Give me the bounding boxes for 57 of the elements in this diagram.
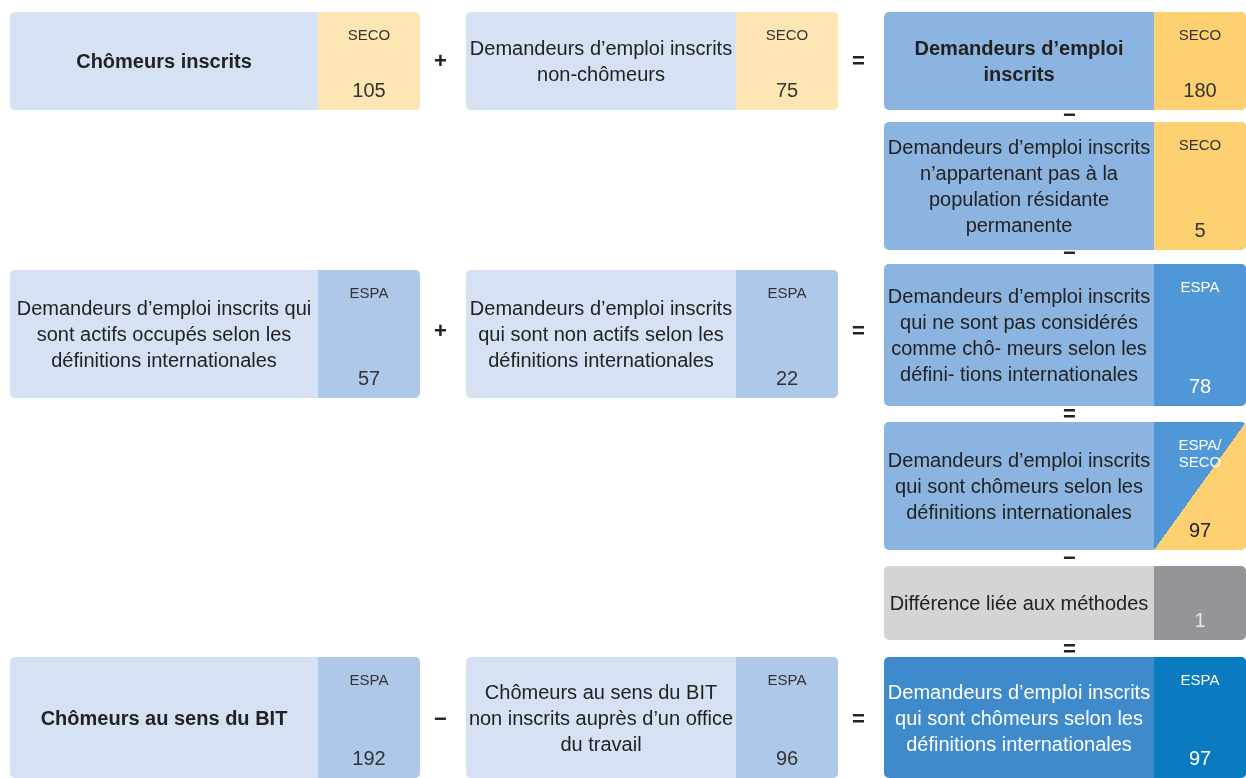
value-number: 105 [351, 79, 387, 102]
value-number: 180 [1182, 79, 1218, 102]
value-number: 97 [1187, 519, 1213, 542]
minus-sign: − [1063, 104, 1076, 126]
box-label: Différence liée aux méthodes [889, 591, 1149, 616]
equals-sign: = [852, 708, 865, 730]
source-label: SECO [1177, 26, 1223, 43]
value-number: 1 [1193, 609, 1207, 632]
value-number: 75 [774, 79, 800, 102]
value-box [884, 12, 1246, 110]
value-box [466, 12, 838, 110]
value-number: 5 [1193, 219, 1207, 242]
box-label: Demandeurs d’emploi inscrits non-chômeurs [468, 36, 734, 87]
value-box [10, 12, 420, 110]
box-label: Demandeurs d’emploi inscrits qui sont actifs occupés selon les définitions internationales [15, 296, 313, 373]
box-label: Demandeurs d’emploi inscrits [913, 36, 1125, 87]
value-number: 97 [1187, 747, 1213, 770]
value-box [466, 270, 838, 398]
source-label: ESPA [766, 671, 808, 688]
box-label: Demandeurs d’emploi inscrits qui sont chômeurs selon les définitions internationales [886, 448, 1152, 525]
equals-sign: = [1063, 403, 1076, 425]
box-label: Demandeurs d’emploi inscrits qui sont non actifs selon les définitions internationales [468, 296, 734, 373]
equals-sign: = [1063, 638, 1076, 660]
source-label: ESPA [1179, 671, 1221, 688]
box-label: Chômeurs au sens du BIT [40, 705, 288, 731]
equals-sign: = [852, 50, 865, 72]
value-number: 192 [351, 747, 387, 770]
equals-sign: = [852, 320, 865, 342]
value-number: 96 [774, 747, 800, 770]
minus-sign: − [434, 708, 447, 730]
value-number: 22 [774, 367, 800, 390]
value-box [10, 657, 420, 778]
box-label: Demandeurs d’emploi inscrits qui sont chômeurs selon les définitions internationales [886, 679, 1152, 757]
plus-sign: + [434, 320, 447, 342]
value-box [884, 566, 1246, 640]
source-label: ESPA [348, 671, 390, 688]
value-number: 78 [1187, 375, 1213, 398]
box-label: Chômeurs inscrits [76, 49, 252, 74]
value-box [884, 657, 1246, 778]
source-label: SECO [346, 26, 392, 43]
value-number: 57 [356, 367, 382, 390]
value-box [10, 270, 420, 398]
box-label: Demandeurs d’emploi inscrits n’appartenant pas à la population résidante permanente [886, 135, 1152, 238]
value-box [884, 264, 1246, 406]
source-label: ESPA [1179, 278, 1221, 295]
source-label: ESPA [348, 284, 390, 301]
source-label: SECO [1177, 136, 1223, 153]
source-label: ESPA [766, 284, 808, 301]
minus-sign: − [1063, 242, 1076, 264]
box-label: Demandeurs d’emploi inscrits qui ne sont pas considérés comme chô- meurs selon les défini- tions internationales [886, 284, 1152, 387]
source-label: SECO [764, 26, 810, 43]
value-box [884, 122, 1246, 250]
box-label: Chômeurs au sens du BIT non inscrits auprès d’un office du travail [467, 679, 735, 757]
plus-sign: + [434, 50, 447, 72]
minus-sign: − [1063, 547, 1076, 569]
value-box [884, 422, 1246, 550]
value-box [466, 657, 838, 778]
